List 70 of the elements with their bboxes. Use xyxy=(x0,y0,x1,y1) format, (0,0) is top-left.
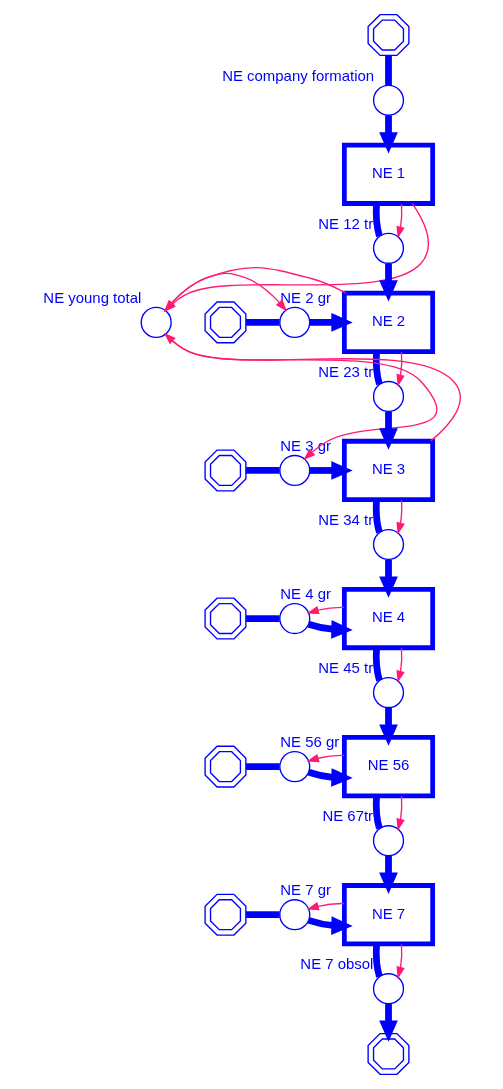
node-cloud xyxy=(203,745,247,788)
connector xyxy=(372,944,383,978)
node-label: NE 4 gr xyxy=(279,585,331,603)
node-cloud xyxy=(203,301,247,344)
arrow xyxy=(306,605,345,615)
connector xyxy=(245,319,280,326)
node-label: NE 12 tr xyxy=(317,215,373,233)
node-circle xyxy=(278,602,310,635)
arrow xyxy=(378,263,398,302)
node-box: NE 1 xyxy=(341,142,435,206)
node-box: NE 7 xyxy=(341,883,435,947)
arrow xyxy=(395,203,405,239)
connector xyxy=(245,467,280,474)
arrow xyxy=(378,855,398,894)
arrow xyxy=(306,754,345,763)
node-circle xyxy=(278,751,310,783)
node-circle xyxy=(372,825,404,857)
arrow xyxy=(307,620,353,639)
node-label: NE young total xyxy=(42,289,141,307)
arrow xyxy=(378,559,398,598)
node-circle xyxy=(372,232,404,264)
node-cloud xyxy=(203,449,247,492)
node-circle xyxy=(140,306,172,338)
node-label: NE 45 tr xyxy=(317,659,373,677)
arrow xyxy=(395,943,405,979)
arrow xyxy=(395,351,405,387)
arrow xyxy=(395,795,405,831)
connector xyxy=(372,647,383,682)
arrow xyxy=(307,768,353,787)
node-label: NE 34 tr xyxy=(317,511,373,529)
node-label: NE 7 obsol xyxy=(299,955,373,973)
arrow xyxy=(395,499,405,535)
arrow xyxy=(306,902,345,911)
connector xyxy=(384,55,392,86)
node-box: NE 3 xyxy=(341,438,435,503)
arrow xyxy=(378,411,398,450)
connector xyxy=(245,911,280,919)
node-box: NE 2 xyxy=(341,290,435,354)
node-circle xyxy=(278,454,310,487)
connector xyxy=(372,499,383,534)
connector xyxy=(372,203,383,238)
node-label: NE 3 gr xyxy=(279,437,331,455)
node-cloud xyxy=(203,597,247,640)
node-cloud xyxy=(366,14,410,57)
node-label: NE company formation xyxy=(221,66,374,84)
node-cloud xyxy=(203,893,247,936)
node-label: NE 2 gr xyxy=(279,289,331,307)
node-label: NE 67tr xyxy=(321,807,373,825)
connector xyxy=(372,351,383,386)
arrow xyxy=(395,647,405,683)
connector xyxy=(245,615,280,622)
node-circle xyxy=(372,528,404,561)
arrow xyxy=(164,333,437,461)
node-label: NE 7 gr xyxy=(279,881,331,899)
node-circle xyxy=(372,380,404,413)
connector xyxy=(245,763,280,770)
node-cloud xyxy=(366,1032,410,1075)
node-box: NE 4 xyxy=(341,586,435,651)
arrow xyxy=(307,916,353,935)
node-label: NE 23 tr xyxy=(317,363,373,381)
node-circle xyxy=(372,676,404,709)
node-circle xyxy=(372,84,404,116)
node-circle xyxy=(278,306,310,338)
arrow xyxy=(378,707,398,746)
connector xyxy=(372,796,383,830)
arrow xyxy=(163,332,461,442)
node-box: NE 56 xyxy=(341,735,435,799)
node-circle xyxy=(278,899,310,931)
node-label: NE 56 gr xyxy=(279,733,339,751)
node-circle xyxy=(372,973,404,1005)
